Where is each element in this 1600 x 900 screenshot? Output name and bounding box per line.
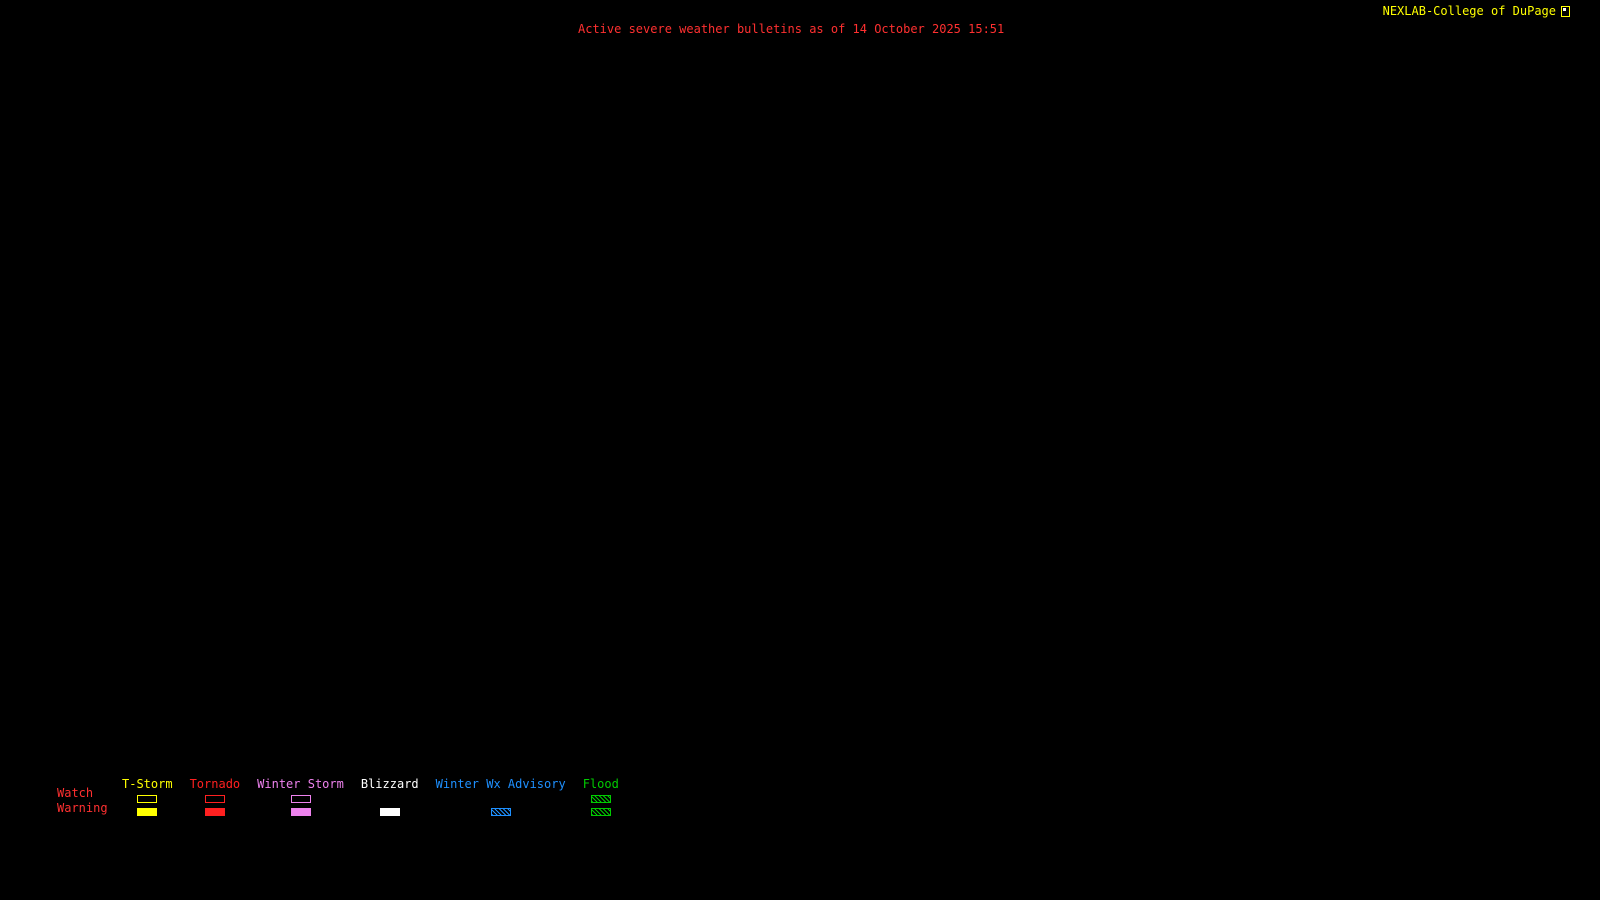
legend-cell-tornado-warning bbox=[204, 805, 225, 818]
legend-columns: T-Storm Tornado Winter Storm Blizzard Winter… bbox=[122, 777, 619, 818]
legend-column-label: Winter Storm bbox=[257, 777, 344, 791]
legend-swatch-tornado-warning bbox=[204, 807, 225, 816]
legend-column-label: Winter Wx Advisory bbox=[435, 777, 566, 791]
legend-row-labels: Watch Warning bbox=[57, 786, 115, 818]
legend-cell-t-storm-warning bbox=[137, 805, 158, 818]
bulletin-title: Active severe weather bulletins as of 14… bbox=[578, 22, 1005, 36]
legend-cell-blizzard-warning bbox=[379, 805, 400, 818]
legend-swatch-winter-storm-watch bbox=[290, 794, 311, 803]
legend-column-winter-storm: Winter Storm bbox=[257, 777, 344, 818]
brand-logo-icon bbox=[1561, 5, 1570, 17]
legend-column-blizzard: Blizzard bbox=[361, 777, 419, 818]
brand-label: NEXLAB-College of DuPage bbox=[1382, 4, 1556, 18]
legend-column-winter-wx-advisory: Winter Wx Advisory bbox=[436, 777, 566, 818]
legend-cell-blizzard-watch bbox=[380, 792, 400, 805]
legend-cell-flood-watch bbox=[590, 792, 611, 805]
legend-swatch-flood-watch bbox=[590, 794, 611, 803]
legend-column-label: Blizzard bbox=[360, 777, 419, 791]
legend-column-flood: Flood bbox=[583, 777, 619, 818]
legend-cell-winter-wx-advisory-warning bbox=[490, 805, 511, 818]
legend: Watch Warning T-Storm Tornado Winter Storm… bbox=[57, 777, 619, 818]
legend-cell-winter-storm-watch bbox=[290, 792, 311, 805]
legend-cell-winter-storm-warning bbox=[290, 805, 311, 818]
weather-map-area bbox=[0, 40, 1600, 760]
legend-swatch-tornado-watch bbox=[204, 794, 225, 803]
legend-cell-flood-warning bbox=[590, 805, 611, 818]
legend-swatch-t-storm-watch bbox=[137, 794, 158, 803]
legend-swatch-blizzard-warning bbox=[379, 807, 400, 816]
brand: NEXLAB-College of DuPage bbox=[1383, 4, 1570, 18]
legend-column-t-storm: T-Storm bbox=[122, 777, 173, 818]
legend-row-label-warning: Warning bbox=[57, 801, 108, 815]
legend-row-label-watch: Watch bbox=[57, 786, 94, 800]
legend-cell-tornado-watch bbox=[204, 792, 225, 805]
legend-cell-t-storm-watch bbox=[137, 792, 158, 805]
legend-column-label: T-Storm bbox=[122, 777, 173, 791]
legend-swatch-flood-warning bbox=[590, 807, 611, 816]
legend-column-label: Tornado bbox=[189, 777, 241, 791]
legend-swatch-winter-storm-warning bbox=[290, 807, 311, 816]
legend-swatch-t-storm-warning bbox=[137, 807, 158, 816]
legend-cell-winter-wx-advisory-watch bbox=[491, 792, 511, 805]
legend-column-label: Flood bbox=[582, 777, 619, 791]
legend-column-tornado: Tornado bbox=[189, 777, 241, 818]
legend-swatch-winter-wx-advisory-warning bbox=[490, 807, 511, 816]
